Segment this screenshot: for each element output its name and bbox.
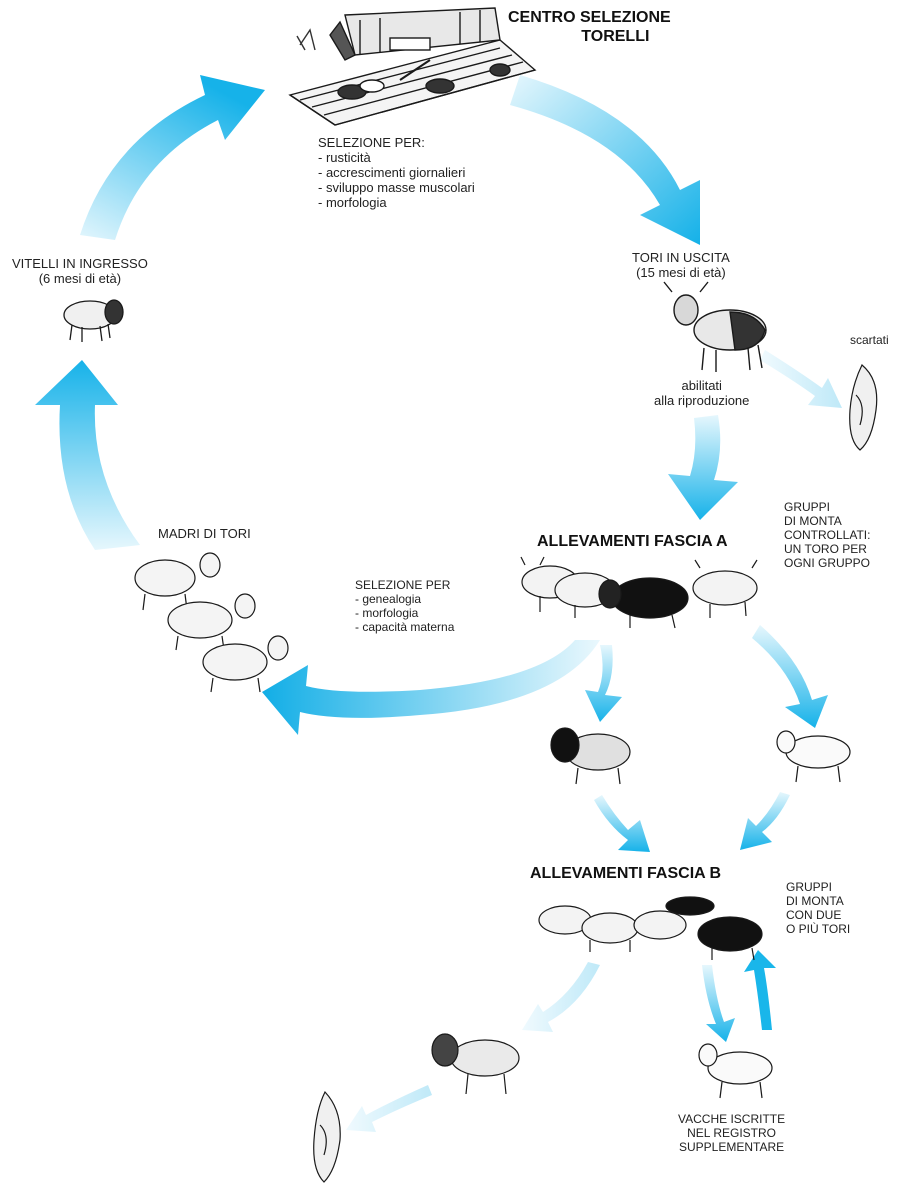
gruppi-a-line: GRUPPI — [784, 500, 831, 514]
carcass-illustration-top — [849, 364, 878, 451]
lower-bull-illustration — [431, 1033, 520, 1095]
vitelli-line1: VITELLI IN INGRESSO — [12, 256, 148, 271]
arrow-fascia-b-to-vacche — [702, 965, 735, 1042]
arrow-centro-to-tori — [510, 75, 700, 245]
arrow-lower-bull-to-scartati — [346, 1085, 432, 1132]
fascia-a-title: ALLEVAMENTI FASCIA A — [537, 533, 728, 550]
selezione-madri-label: SELEZIONE PER - genealogia - morfologia … — [355, 578, 454, 634]
selezione-centro-item: - accrescimenti giornalieri — [318, 165, 466, 180]
selezione-madri-item: - capacità materna — [355, 620, 455, 634]
fascia-b-title: ALLEVAMENTI FASCIA B — [530, 865, 722, 882]
tori-uscita-line1: TORI IN USCITA — [632, 250, 730, 265]
abilitati-line2: alla riproduzione — [654, 393, 750, 408]
mother-cows-illustration — [134, 552, 289, 693]
gruppi-a-line: DI MONTA — [784, 514, 842, 528]
selezione-centro-item: - sviluppo masse muscolari — [318, 180, 475, 195]
selezione-centro-item: - rusticità — [318, 150, 371, 165]
abilitati-line1: abilitati — [681, 378, 722, 393]
vacche-line: VACCHE ISCRITTE — [678, 1112, 786, 1126]
young-bull-illustration — [663, 281, 767, 372]
arrow-tori-to-scartati — [760, 350, 842, 408]
vitelli-line2: (6 mesi di età) — [38, 271, 122, 286]
gruppi-a-label: GRUPPI DI MONTA CONTROLLATI: UN TORO PER… — [784, 500, 870, 570]
vacche-label: VACCHE ISCRITTE NEL REGISTRO SUPPLEMENTA… — [678, 1112, 785, 1154]
calf-illustration — [63, 299, 124, 342]
tori-uscita-line2: (15 mesi di età) — [636, 265, 726, 280]
herd-fascia-b-illustration — [538, 896, 763, 961]
tori-uscita-label: TORI IN USCITA (15 mesi di età) — [632, 250, 730, 280]
white-cow-illustration — [776, 730, 851, 783]
gruppi-a-line: CONTROLLATI: — [784, 528, 871, 542]
selezione-centro-item: - morfologia — [318, 195, 387, 210]
gruppi-b-line: GRUPPI — [786, 880, 833, 894]
selezione-madri-item: - morfologia — [355, 606, 419, 620]
arrow-fascia-a-to-white-cow — [752, 625, 828, 728]
arrow-vitelli-to-centro — [80, 75, 265, 240]
gruppi-b-line: O PIÙ TORI — [786, 922, 851, 936]
black-bull-illustration — [550, 727, 631, 785]
madri-label: MADRI DI TORI — [158, 526, 251, 541]
arrow-black-bull-to-fascia-b — [594, 795, 650, 852]
vitelli-label: VITELLI IN INGRESSO (6 mesi di età) — [12, 256, 148, 286]
arrow-vacche-to-fascia-b — [744, 950, 776, 1030]
selezione-madri-title: SELEZIONE PER — [355, 578, 451, 592]
centro-title-line2: TORELLI — [581, 28, 650, 45]
arrow-tori-to-fascia-a — [668, 415, 738, 520]
arrow-fascia-a-to-black-bull — [585, 645, 622, 722]
gruppi-b-line: DI MONTA — [786, 894, 844, 908]
herd-fascia-a-illustration — [520, 556, 758, 629]
gruppi-a-line: UN TORO PER — [784, 542, 867, 556]
vacche-line: SUPPLEMENTARE — [678, 1140, 785, 1154]
vacche-line: NEL REGISTRO — [687, 1126, 777, 1140]
gruppi-b-line: CON DUE — [786, 908, 842, 922]
abilitati-label: abilitati alla riproduzione — [654, 378, 749, 408]
gruppi-a-line: OGNI GRUPPO — [784, 556, 871, 570]
registered-cow-illustration — [698, 1043, 773, 1099]
gruppi-b-label: GRUPPI DI MONTA CON DUE O PIÙ TORI — [786, 880, 850, 936]
scartati-top-label: scartati — [850, 333, 889, 347]
arrow-fascia-a-to-madri — [262, 640, 600, 735]
centro-title: CENTRO SELEZIONE TORELLI — [508, 8, 671, 46]
arrow-madri-to-vitelli — [35, 360, 140, 550]
carcass-illustration-bottom — [313, 1090, 341, 1183]
centro-title-line1: CENTRO SELEZIONE — [508, 9, 671, 26]
selezione-madri-item: - genealogia — [355, 592, 422, 606]
selezione-centro-label: SELEZIONE PER: - rusticità - accrescimen… — [318, 135, 475, 210]
arrow-fascia-b-to-lower-bull — [522, 962, 600, 1032]
arrow-white-cow-to-fascia-b — [740, 792, 790, 850]
selezione-centro-title: SELEZIONE PER: — [318, 135, 425, 150]
farm-building-illustration — [288, 7, 537, 126]
